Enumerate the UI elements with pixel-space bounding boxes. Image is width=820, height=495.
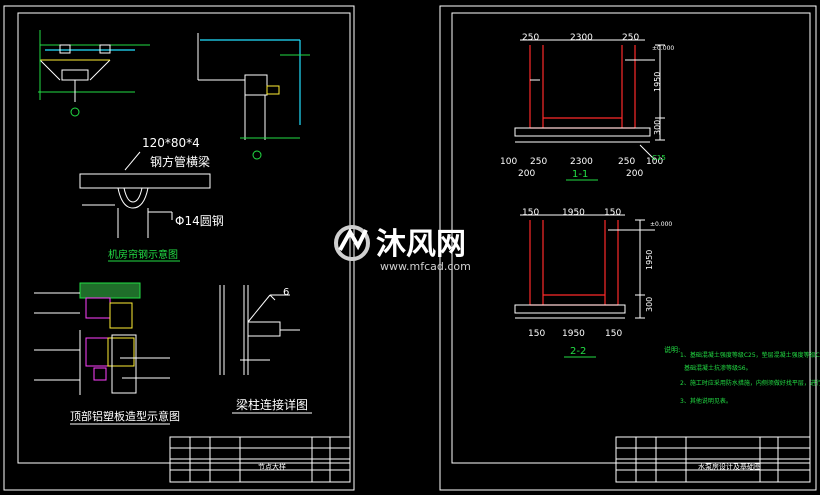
- panel-detail-title: 顶部铝塑板造型示意图: [70, 409, 180, 423]
- s1-top-dim-3: 250: [622, 33, 639, 43]
- right-title-block-name: 水泵房设计及基础图: [698, 462, 761, 471]
- s1-top-dim-1: 250: [522, 33, 539, 43]
- s1-bottom-dim-2: 250: [530, 157, 547, 167]
- watermark-brand: 沐风网: [376, 227, 466, 262]
- s1-bottom-dim-7: 200: [626, 169, 643, 179]
- beam-column-connection-detail: [219, 285, 300, 375]
- left-sheet-frame: [3, 5, 355, 491]
- s2-level-top: ±0.000: [650, 221, 672, 228]
- s2-bottom-dim-3: 150: [605, 329, 622, 339]
- s1-top-dim-2: 2300: [570, 33, 593, 43]
- roof-detail-title: 机房帘钢示意图: [108, 248, 178, 261]
- top-left-node-detail: [38, 30, 150, 117]
- s2-height-dim-2: 300: [645, 297, 654, 312]
- s2-height-dim-1: 1950: [645, 250, 654, 270]
- brand-logo-icon: [334, 225, 370, 261]
- notes-item-4: 3、其他说明见表。: [680, 397, 732, 405]
- s1-bottom-dim-6: 200: [518, 169, 535, 179]
- s1-bottom-dim-5: 100: [646, 157, 663, 167]
- s1-height-dim-2: 300: [653, 120, 662, 135]
- s1-height-dim-1: 1950: [653, 72, 662, 92]
- right-sheet-inner-frame: [451, 12, 811, 464]
- s2-top-dim-1: 150: [522, 208, 539, 218]
- s2-bottom-dim-1: 150: [528, 329, 545, 339]
- s2-bottom-dim-2: 1950: [562, 329, 585, 339]
- left-sheet-inner-frame: [17, 12, 351, 464]
- section-2-2-label: 2-2: [570, 346, 586, 357]
- right-title-block: [615, 436, 811, 483]
- beam-name-label: 钢方管横梁: [150, 154, 210, 169]
- s2-top-dim-2: 1950: [562, 208, 585, 218]
- connection-title: 梁柱连接详图: [236, 397, 308, 412]
- s2-top-dim-3: 150: [604, 208, 621, 218]
- notes-item-1: 1、基础混凝土强度等级C25，垫层混凝土强度等级C15。: [680, 351, 820, 359]
- steel-beam-detail: 120*80*4 钢方管横梁 Φ14圆钢: [79, 136, 224, 238]
- weld-mark: 6: [283, 287, 289, 298]
- s1-bottom-dim-3: 2300: [570, 157, 593, 167]
- s1-bottom-dim-1: 100: [500, 157, 517, 167]
- section-2-2-drawing: [514, 214, 655, 319]
- notes-heading: 说明:: [664, 345, 680, 354]
- notes-item-2: 基础混凝土抗渗等级S6。: [684, 364, 752, 372]
- s1-level-top: ±0.000: [652, 45, 674, 52]
- panel-profile-detail: [34, 282, 170, 395]
- s1-bottom-dim-4: 250: [618, 157, 635, 167]
- right-sheet-frame: [439, 5, 817, 491]
- left-title-block-name: 节点大样: [258, 462, 286, 471]
- top-right-node-detail: [197, 33, 310, 160]
- design-notes: 说明: 1、基础混凝土强度等级C25，垫层混凝土强度等级C15。 基础混凝土抗渗…: [664, 345, 820, 405]
- s1-concrete-label: C15: [652, 154, 666, 162]
- section-1-1-drawing: [514, 39, 665, 161]
- rebar-label: Φ14圆钢: [175, 214, 224, 228]
- beam-size-label: 120*80*4: [142, 136, 200, 150]
- section-1-1-label: 1-1: [572, 169, 588, 180]
- watermark-url: www.mfcad.com: [380, 260, 471, 273]
- left-title-block: [169, 436, 351, 483]
- watermark: 沐风网 www.mfcad.com: [334, 225, 471, 273]
- notes-item-3: 2、施工时应采用防水措施，内侧须做好找平层，进行池底基础处理。: [680, 379, 820, 387]
